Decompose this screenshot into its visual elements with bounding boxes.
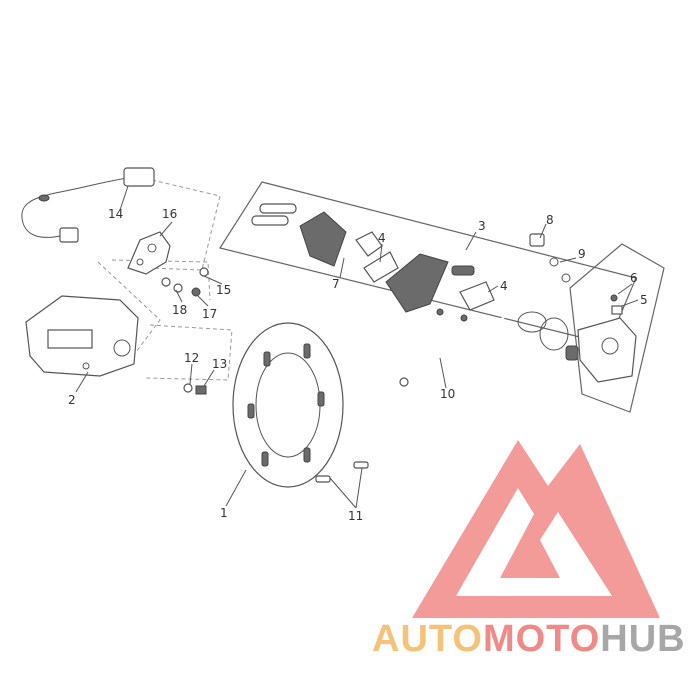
hanger-plate	[25, 295, 139, 377]
callout-3: 3	[478, 219, 486, 233]
callout-9: 9	[578, 247, 586, 261]
sensor-bracket	[127, 231, 171, 275]
callout-10: 10	[440, 387, 455, 401]
automotohub-logo: AUTOMOTOHUB	[372, 440, 686, 660]
logo-mark	[412, 440, 660, 618]
callout-6: 6	[630, 271, 638, 285]
caliper-body	[565, 294, 637, 383]
callout-2: 2	[68, 393, 76, 407]
callout-8: 8	[546, 213, 554, 227]
brake-disc	[232, 322, 344, 488]
callout-1: 1	[220, 506, 228, 520]
leader-lines	[75, 185, 639, 509]
caliper-body-frame	[569, 243, 665, 413]
callout-14: 14	[108, 207, 123, 221]
callout-11: 11	[348, 509, 363, 523]
callout-5: 5	[640, 293, 648, 307]
callout-labels: 1 2 3 4 4 5 6 7 8 9 10 11 12 13 14 15 16…	[68, 207, 648, 523]
guide-lines	[97, 179, 233, 381]
callout-18: 18	[172, 303, 187, 317]
piston-seals	[517, 311, 569, 351]
logo-word-auto: AUTO	[372, 618, 483, 660]
logo-word-moto: MOTO	[483, 618, 600, 660]
brake-hose	[399, 267, 553, 387]
callout-16: 16	[162, 207, 177, 221]
callout-13: 13	[212, 357, 227, 371]
logo-wordmark: AUTOMOTOHUB	[372, 618, 686, 660]
callout-4b: 4	[500, 279, 508, 293]
callout-17: 17	[202, 307, 217, 321]
bracket-bolts	[161, 267, 209, 297]
callout-4a: 4	[378, 231, 386, 245]
speed-sensor	[21, 167, 155, 243]
disc-screws	[315, 461, 369, 483]
banjo-bolt	[529, 233, 571, 283]
hanger-bolt	[183, 383, 207, 395]
logo-word-hub: HUB	[600, 618, 685, 660]
caliper-assembly-frame	[219, 181, 637, 345]
callout-7: 7	[332, 277, 340, 291]
caliper-kit-parts	[251, 203, 495, 322]
callout-15: 15	[216, 283, 231, 297]
callout-12: 12	[184, 351, 199, 365]
